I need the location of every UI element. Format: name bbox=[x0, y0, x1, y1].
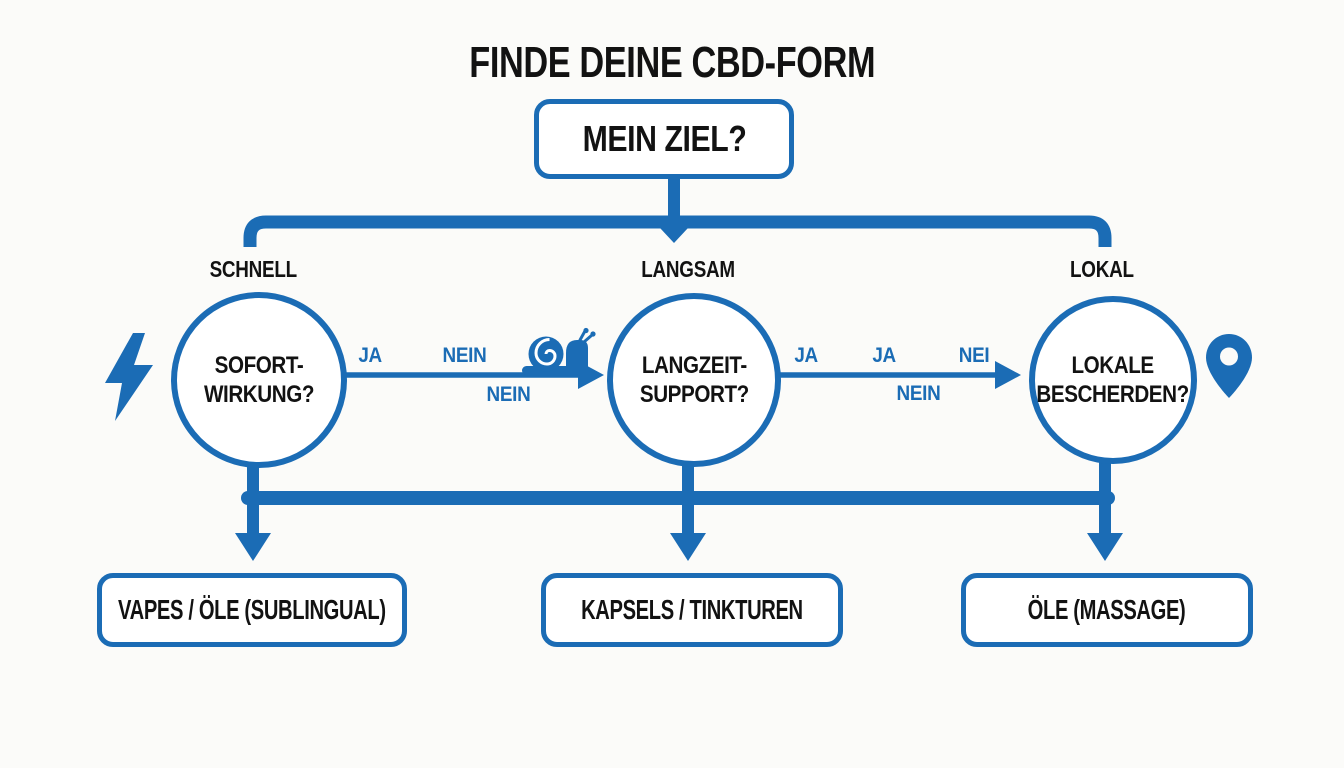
question-line-1: LANGZEIT- bbox=[641, 351, 747, 379]
arrowhead-down-middle bbox=[670, 533, 706, 561]
question-node-lokale-bescherden-text: LOKALE BESCHERDEN? bbox=[1036, 351, 1190, 410]
edge2-nei-text: NEI bbox=[958, 344, 990, 367]
question-node-langzeit-support: LANGZEIT- SUPPORT? bbox=[607, 293, 781, 467]
edge1-ja-text: JA bbox=[358, 344, 382, 367]
edge1-nein-above-label: NEIN bbox=[414, 344, 514, 368]
question-line-1: SOFORT- bbox=[214, 351, 304, 379]
question-node-lokale-bescherden: LOKALE BESCHERDEN? bbox=[1029, 296, 1197, 464]
arrowhead-down-left bbox=[235, 533, 271, 561]
edge2-ja2-text: JA bbox=[872, 344, 896, 367]
result-box-vapes-oele: VAPES / ÖLE (SUBLINGUAL) bbox=[97, 573, 407, 647]
root-stem-line bbox=[668, 168, 680, 216]
question-node-langzeit-support-text: LANGZEIT- SUPPORT? bbox=[640, 351, 749, 410]
branch-label-schnell: SCHNELL bbox=[153, 256, 353, 283]
question-line-2: BESCHERDEN? bbox=[1036, 381, 1190, 408]
question-line-2: SUPPORT? bbox=[639, 381, 749, 408]
result-box-kapsels-tinkturen: KAPSELS / TINKTUREN bbox=[541, 573, 843, 647]
location-pin-icon bbox=[1206, 334, 1252, 398]
arrowhead-down-right bbox=[1087, 533, 1123, 561]
edge1-nein-below-label: NEIN bbox=[458, 383, 558, 407]
edge2-ja1-label: JA bbox=[756, 344, 856, 368]
root-node-mein-ziel: MEIN ZIEL? bbox=[534, 99, 794, 179]
branch-label-lokal: LOKAL bbox=[1002, 256, 1202, 283]
result-box-kapsels-tinkturen-text: KAPSELS / TINKTUREN bbox=[581, 594, 803, 625]
edge1-nein-above-text: NEIN bbox=[441, 344, 487, 367]
result-box-oele-massage: ÖLE (MASSAGE) bbox=[961, 573, 1253, 647]
branch-label-langsam-text: LANGSAM bbox=[641, 256, 735, 282]
branch-label-langsam: LANGSAM bbox=[588, 256, 788, 283]
edge2-nein-below-label: NEIN bbox=[868, 382, 968, 406]
page-title: FINDE DEINE CBD-FORM bbox=[0, 38, 1344, 88]
edge1-nein-below-text: NEIN bbox=[485, 383, 531, 406]
question-node-sofort-wirkung: SOFORT- WIRKUNG? bbox=[171, 292, 347, 468]
result-box-vapes-oele-text: VAPES / ÖLE (SUBLINGUAL) bbox=[118, 594, 386, 625]
question-line-2: WIRKUNG? bbox=[203, 381, 315, 408]
snail-icon bbox=[522, 327, 596, 375]
edge2-ja1-text: JA bbox=[794, 344, 818, 367]
lightning-icon bbox=[105, 333, 153, 421]
branch-label-lokal-text: LOKAL bbox=[1070, 256, 1134, 282]
result-box-oele-massage-text: ÖLE (MASSAGE) bbox=[1028, 594, 1186, 625]
branch-label-schnell-text: SCHNELL bbox=[209, 256, 297, 282]
top-bracket-cusp bbox=[660, 228, 688, 243]
question-line-1: LOKALE bbox=[1071, 351, 1155, 379]
edge2-nein-below-text: NEIN bbox=[895, 382, 941, 405]
question-node-sofort-wirkung-text: SOFORT- WIRKUNG? bbox=[204, 351, 314, 410]
edge-middle-right-arrowhead bbox=[995, 361, 1021, 389]
page-title-text: FINDE DEINE CBD-FORM bbox=[469, 38, 875, 87]
edge2-ja2-label: JA bbox=[834, 344, 934, 368]
root-node-label: MEIN ZIEL? bbox=[582, 118, 746, 159]
edge2-nei-label: NEI bbox=[924, 344, 1024, 368]
edge1-ja-label: JA bbox=[320, 344, 420, 368]
top-bracket-line bbox=[243, 215, 1112, 247]
